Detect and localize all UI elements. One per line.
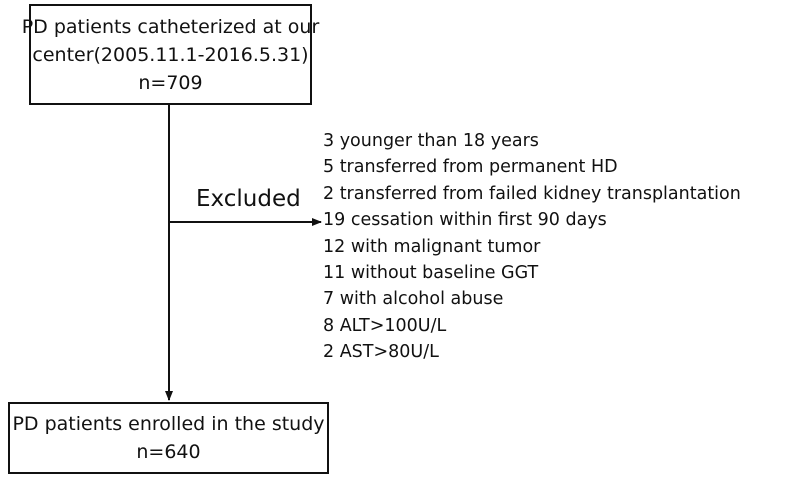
enrolled-count: n=640 [136, 441, 201, 463]
exclusion-item: 7 with alcohol abuse [323, 289, 504, 310]
exclusion-item: 12 with malignant tumor [323, 236, 541, 257]
exclusion-item: 11 without baseline GGT [323, 263, 539, 284]
exclusion-item: 5 transferred from permanent HD [323, 157, 618, 178]
catheterized-line-1: PD patients catheterized at our [21, 15, 320, 38]
enrolled-line-1: PD patients enrolled in the study [12, 413, 325, 435]
catheterized-line-2: center(2005.11.1-2016.5.31) [32, 43, 309, 66]
catheterized-patients-box: PD patients catheterized at our center(2… [22, 4, 319, 105]
exclusion-item: 8 ALT>100U/L [323, 315, 447, 336]
exclusion-item: 2 transferred from failed kidney transpl… [323, 183, 741, 204]
excluded-label: Excluded [196, 186, 301, 212]
exclusion-item: 19 cessation within first 90 days [323, 210, 607, 231]
enrolled-patients-box: PD patients enrolled in the study n=640 [8, 402, 329, 474]
exclusion-item: 2 AST>80U/L [323, 342, 439, 363]
exclusion-criteria-list: 3 younger than 18 years 5 transferred fr… [323, 128, 741, 366]
catheterized-count: n=709 [138, 71, 203, 94]
exclusion-item: 3 younger than 18 years [323, 131, 539, 151]
